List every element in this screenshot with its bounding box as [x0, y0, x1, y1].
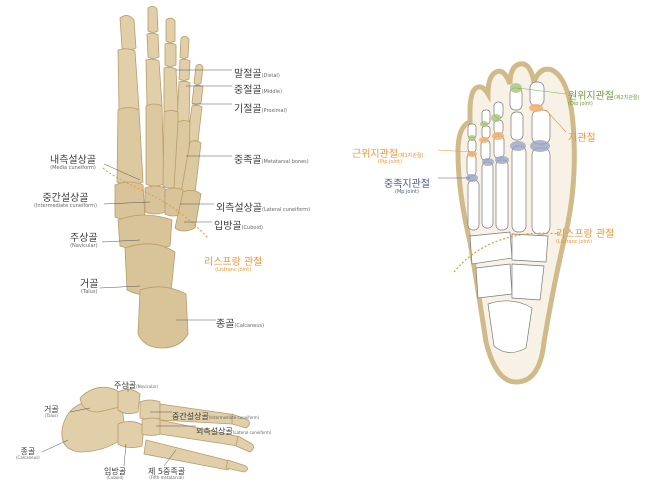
label-lat-talus: 거골 (Talus)	[44, 406, 59, 418]
metatarsal-ko: 중족골	[234, 155, 262, 166]
label-middle: 중절골(Middle)	[234, 80, 282, 96]
talus-en: (Talus)	[80, 290, 98, 295]
label-lat-cuboid: 입방골 (Cuboid)	[104, 468, 126, 480]
label-calcaneus: 종골(Calcaneus)	[216, 314, 264, 330]
lisfranc-dorsal-en: (Lisfranc joint)	[204, 268, 262, 273]
label-pip-joint: 근위지관절(제1지관절) (Pip joint)	[352, 144, 423, 165]
lat-calcaneus-en: (Calcaneus)	[16, 456, 40, 460]
label-toe-joint: 지관절	[568, 128, 596, 144]
lat-lateral-cuneiform-en: (Lateral cuneiform)	[233, 430, 271, 435]
dip-ko-paren: (제2지관절)	[614, 95, 639, 101]
distal-en: (Distal)	[262, 73, 280, 79]
label-proximal: 기절골(Proximal)	[234, 99, 287, 115]
middle-ko: 중절골	[234, 85, 262, 96]
mp-en: (Mp joint)	[384, 190, 430, 195]
label-dip-joint: 원위지관절(제2지관절) (Dip joint)	[568, 86, 639, 107]
proximal-ko: 기절골	[234, 104, 262, 115]
lateral-cuneiform-en: (Lateral cuneiform)	[262, 207, 310, 213]
navicular-en: (Navicular)	[70, 244, 98, 249]
proximal-en: (Proximal)	[262, 108, 287, 114]
lat-navicular-en: (Navicular)	[136, 384, 158, 389]
label-lat-navicular: 주상골(Navicular)	[114, 375, 158, 391]
lat-talus-en: (Talus)	[44, 414, 59, 418]
calcaneus-en: (Calcaneus)	[234, 323, 264, 329]
lat-cuboid-en: (Cuboid)	[104, 476, 126, 480]
label-lisfranc-sole: 리스프랑 관절 (Lisfranc joint)	[556, 230, 614, 245]
label-talus: 거골 (Talus)	[80, 280, 98, 295]
lateral-cuneiform-ko: 외측설상골	[216, 203, 262, 214]
cuboid-en: (Cuboid)	[242, 225, 263, 231]
cuboid-ko: 입방골	[214, 221, 242, 232]
label-distal: 말절골(Distal)	[234, 64, 280, 80]
label-lat-calcaneus: 종골 (Calcaneus)	[16, 448, 40, 460]
label-lat-fifth-metatarsal: 제 5중족골 (Fifth metatarsal)	[148, 468, 185, 480]
dip-en: (Dip joint)	[568, 102, 639, 107]
lisfranc-sole-en: (Lisfranc joint)	[556, 240, 614, 245]
toe-joint-ko: 지관절	[568, 133, 596, 144]
intermediate-cuneiform-en: (Intermediate cuneiform)	[34, 204, 97, 209]
pip-en: (Pip joint)	[352, 160, 423, 165]
lat-fifth-metatarsal-en: (Fifth metatarsal)	[148, 476, 185, 480]
label-lat-intermediate-cuneiform: 중간설상골(Intermediate cuneiform)	[172, 406, 259, 422]
label-medial-cuneiform: 내측설상골 (Media cuneiform)	[50, 156, 96, 171]
metatarsal-en: (Metatarsal bones)	[262, 159, 309, 165]
label-lateral-cuneiform: 외측설상골(Lateral cuneiform)	[216, 198, 310, 214]
sole-skeleton	[438, 64, 574, 382]
lat-lateral-cuneiform-ko: 외측설상골	[196, 427, 233, 436]
medial-cuneiform-en: (Media cuneiform)	[50, 166, 96, 171]
label-cuboid: 입방골(Cuboid)	[214, 216, 263, 232]
label-mp-joint: 중족지관절 (Mp joint)	[384, 180, 430, 195]
middle-en: (Middle)	[262, 89, 282, 95]
label-lat-lateral-cuneiform: 외측설상골(Lateral cuneiform)	[196, 421, 271, 437]
label-navicular: 주상골 (Navicular)	[70, 234, 98, 249]
dorsal-foot-skeleton	[100, 6, 232, 348]
label-metatarsal: 중족골(Metatarsal bones)	[234, 150, 309, 166]
label-intermediate-cuneiform: 중간설상골 (Intermediate cuneiform)	[34, 194, 97, 209]
calcaneus-ko: 종골	[216, 319, 234, 330]
distal-ko: 말절골	[234, 69, 262, 80]
lat-intermediate-cuneiform-ko: 중간설상골	[172, 412, 209, 421]
lat-navicular-ko: 주상골	[114, 381, 136, 390]
label-lisfranc-dorsal: 리스프랑 관절 (Lisfranc joint)	[204, 258, 262, 273]
lat-intermediate-cuneiform-en: (Intermediate cuneiform)	[209, 415, 259, 420]
